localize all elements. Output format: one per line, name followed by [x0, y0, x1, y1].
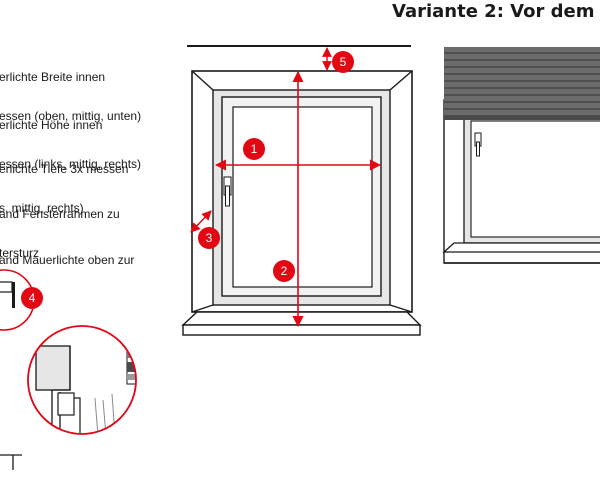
page-title: Variante 2: Vor dem Fe — [392, 1, 600, 22]
right-window-glass — [470, 120, 600, 238]
step-4-line-2: tersturz — [0, 246, 40, 260]
depth-arrow — [190, 210, 212, 233]
main-window-diagram: 1 2 3 5 — [181, 45, 422, 336]
marker-5-label: 5 — [340, 55, 347, 69]
step-5-line-1: and Mauerlichte oben zur — [0, 253, 135, 267]
detail-circle-large — [27, 325, 137, 435]
marker-3-label: 3 — [206, 231, 213, 245]
marker-4: 4 — [21, 287, 43, 309]
marker-2: 2 — [273, 260, 295, 282]
window-glass — [232, 106, 373, 288]
right-window-handle-icon — [474, 132, 482, 157]
step-2-text: erlichte Höhe innen essen (links, mittig… — [0, 93, 174, 184]
step-5-text: and Mauerlichte oben zur ke — [0, 228, 174, 319]
reveal-corner-tr — [389, 70, 413, 91]
marker-5: 5 — [332, 51, 354, 73]
step-3-line-1: erlichte Tiefe 3x messen — [0, 162, 129, 176]
step-3-text: erlichte Tiefe 3x messen s, mittig, rech… — [0, 137, 174, 228]
right-window-diagram — [442, 47, 600, 264]
step-3-line-2: s, mittig, rechts) — [0, 201, 84, 215]
window-sill — [181, 311, 422, 326]
right-window-sill — [442, 242, 600, 253]
reveal-corner-bl — [191, 304, 214, 313]
window-handle-icon — [223, 176, 232, 207]
pleated-blind-icon — [444, 47, 600, 120]
marker-2-label: 2 — [281, 264, 288, 278]
step-2-line-1: erlichte Höhe innen — [0, 118, 103, 132]
corner-bracket — [0, 454, 22, 470]
step-1-text: erlichte Breite innen essen (oben, mitti… — [0, 45, 174, 136]
step-1-line-2: essen (oben, mittig, unten) — [0, 109, 142, 123]
reveal-corner-tl — [191, 70, 214, 91]
step-2-line-2: essen (links, mittig, rechts) — [0, 157, 142, 171]
step-4-text: and Fensterrahmen zu tersturz — [0, 182, 174, 273]
step-4-line-1: and Fensterrahmen zu — [0, 207, 120, 221]
marker-3: 3 — [198, 227, 220, 249]
marker-1-label: 1 — [251, 142, 258, 156]
window-sill-front — [182, 324, 421, 336]
step-1-line-1: erlichte Breite innen — [0, 70, 106, 84]
marker-4-label: 4 — [29, 291, 36, 305]
reveal-corner-br — [389, 304, 413, 313]
marker-1: 1 — [243, 138, 265, 160]
